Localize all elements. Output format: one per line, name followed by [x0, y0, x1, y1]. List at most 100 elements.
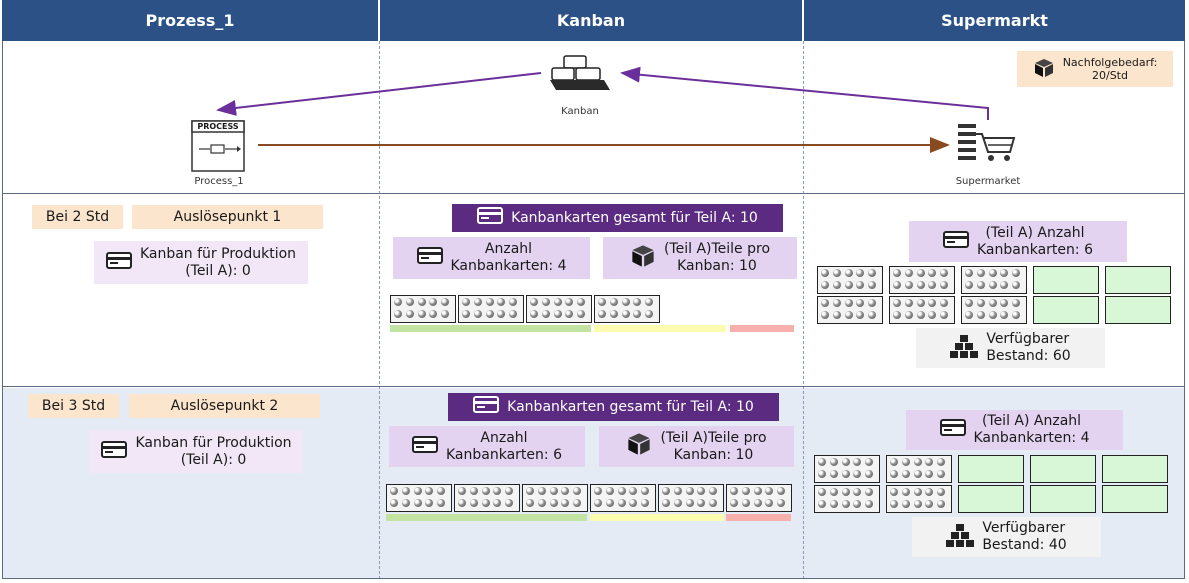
zone-bar-red-1 — [730, 325, 794, 332]
kanban-to-process-arrow — [216, 72, 542, 116]
kanban-count-line2: Kanbankarten: 4 — [450, 258, 567, 274]
filled-container-icon — [390, 295, 456, 323]
header-supermarkt: Supermarkt — [804, 0, 1185, 41]
cards-total-1: Kanbankarten gesamt für Teil A: 10 — [452, 204, 783, 232]
filled-container-icon — [526, 295, 592, 323]
frame-left — [2, 41, 3, 579]
empty-container-icon — [958, 455, 1024, 483]
super-count-line2: Kanbankarten: 6 — [977, 241, 1093, 258]
empty-container-icon — [958, 485, 1024, 513]
filled-container-icon — [454, 484, 520, 512]
filled-container-icon — [817, 266, 883, 294]
kanban-card-icon — [101, 440, 128, 463]
parts-line2: Kanban: 10 — [673, 446, 754, 463]
parts-line1: (Teil A)Teile pro — [663, 241, 771, 257]
stock-line2: Bestand: 40 — [982, 537, 1067, 553]
frame-right — [1184, 41, 1185, 579]
kanban-count-line1: Anzahl — [480, 429, 528, 446]
process-title: PROCESS — [197, 122, 239, 131]
production-kanban-line2: (Teil A): 0 — [185, 262, 251, 279]
kanban-count-line1: Anzahl — [484, 241, 533, 257]
header-prozess: Prozess_1 — [2, 0, 378, 41]
parts-per-kanban-1: (Teil A)Teile pro Kanban: 10 — [603, 237, 797, 279]
cards-total-2: Kanbankarten gesamt für Teil A: 10 — [448, 393, 779, 421]
trigger-badge-1: Auslösepunkt 1 — [132, 205, 323, 229]
filled-container-icon — [886, 455, 952, 483]
available-stock-2: Verfügbarer Bestand: 40 — [912, 517, 1101, 557]
kanban-count-2: Anzahl Kanbankarten: 6 — [389, 426, 585, 467]
box-icon — [1033, 57, 1055, 82]
kanban-card-icon — [473, 396, 500, 418]
empty-container-icon — [1105, 266, 1171, 294]
kanban-card-icon — [939, 419, 966, 441]
kanban-label: Kanban — [561, 106, 599, 117]
schedule-badge-2: Bei 3 Std — [28, 394, 119, 418]
cards-total-text: Kanbankarten gesamt für Teil A: 10 — [511, 209, 758, 226]
empty-container-icon — [1102, 485, 1168, 513]
super-count-line2: Kanbankarten: 4 — [973, 430, 1090, 446]
stacked-boxes-icon — [946, 522, 975, 553]
stacked-boxes-icon — [950, 333, 979, 364]
super-count-2: (Teil A) Anzahl Kanbankarten: 4 — [906, 410, 1123, 450]
row-divider-1 — [2, 193, 1185, 194]
super-count-line1: (Teil A) Anzahl — [981, 413, 1082, 429]
kanban-card-icon — [105, 251, 132, 274]
filled-container-icon — [386, 484, 452, 512]
filled-container-icon — [522, 484, 588, 512]
kanban-card-icon — [943, 230, 969, 253]
column-divider-2 — [803, 41, 804, 579]
stock-line1: Verfügbarer — [986, 331, 1070, 347]
parts-line2: Kanban: 10 — [677, 258, 757, 274]
stock-line1: Verfügbarer — [982, 520, 1066, 536]
trigger-badge-2: Auslösepunkt 2 — [129, 394, 320, 418]
row-divider-2 — [2, 386, 1185, 387]
production-kanban-line2: (Teil A): 0 — [180, 451, 247, 468]
empty-container-icon — [1030, 485, 1096, 513]
filled-container-icon — [961, 296, 1027, 324]
kanban-count-line2: Kanbankarten: 6 — [446, 446, 562, 463]
kanban-post-icon — [548, 54, 612, 92]
cards-total-text: Kanbankarten gesamt für Teil A: 10 — [507, 398, 754, 415]
kanban-count-1: Anzahl Kanbankarten: 4 — [393, 237, 590, 279]
filled-container-icon — [817, 296, 883, 324]
demand-box: Nachfolgebedarf: 20/Std — [1017, 51, 1173, 87]
filled-container-icon — [814, 485, 880, 513]
filled-container-icon — [889, 296, 955, 324]
parts-per-kanban-2: (Teil A)Teile pro Kanban: 10 — [599, 426, 794, 467]
super-count-line1: (Teil A) Anzahl — [985, 224, 1085, 241]
empty-container-icon — [1105, 296, 1171, 324]
filled-container-icon — [814, 455, 880, 483]
zone-bar-red-2 — [726, 514, 791, 521]
stock-line2: Bestand: 60 — [986, 348, 1071, 364]
process-label: Process_1 — [194, 176, 244, 187]
empty-container-icon — [1030, 455, 1096, 483]
demand-value: 20/Std — [1092, 69, 1128, 82]
zone-bar-yellow-1 — [594, 325, 726, 332]
production-kanban-2: Kanban für Produktion (Teil A): 0 — [90, 430, 303, 473]
kanban-card-icon — [416, 247, 443, 269]
kanban-card-icon — [412, 435, 438, 458]
kanban-card-icon — [477, 207, 504, 229]
super-count-1: (Teil A) Anzahl Kanbankarten: 6 — [909, 221, 1127, 262]
parts-line1: (Teil A)Teile pro — [660, 429, 767, 446]
empty-container-icon — [1033, 296, 1099, 324]
filled-container-icon — [726, 484, 792, 512]
filled-container-icon — [590, 484, 656, 512]
filled-container-icon — [658, 484, 724, 512]
empty-container-icon — [1033, 266, 1099, 294]
demand-label: Nachfolgebedarf: — [1062, 56, 1158, 69]
zone-bar-yellow-2 — [590, 514, 724, 521]
production-kanban-line1: Kanban für Produktion — [135, 434, 292, 451]
box-icon — [626, 431, 652, 462]
filled-container-icon — [886, 485, 952, 513]
filled-container-icon — [961, 266, 1027, 294]
process-icon: PROCESS — [191, 120, 245, 172]
zone-bar-green-2 — [386, 514, 587, 521]
schedule-badge-1: Bei 2 Std — [32, 205, 123, 229]
empty-container-icon — [1102, 455, 1168, 483]
row-divider-bottom — [2, 578, 1185, 579]
supermarket-label: Supermarket — [955, 176, 1021, 187]
available-stock-1: Verfügbarer Bestand: 60 — [916, 328, 1105, 368]
